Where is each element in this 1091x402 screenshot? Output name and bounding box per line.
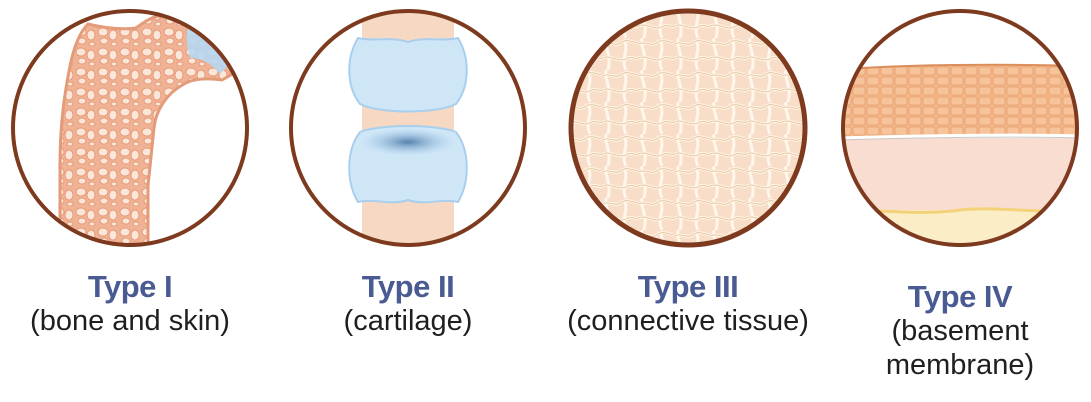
type-iii-title: Type III xyxy=(548,270,828,304)
bone-illustration xyxy=(8,6,252,250)
type-ii-caption: Type II (cartilage) xyxy=(288,270,528,338)
type-ii-title: Type II xyxy=(288,270,528,304)
type-i-description: (bone and skin) xyxy=(10,304,250,338)
connective-tissue-illustration xyxy=(566,6,810,250)
type-iii-caption: Type III (connective tissue) xyxy=(548,270,828,338)
cartilage-illustration xyxy=(286,6,530,250)
type-i-caption: Type I (bone and skin) xyxy=(10,270,250,338)
type-iii-description: (connective tissue) xyxy=(548,304,828,338)
type-iv-caption: Type IV (basement membrane) xyxy=(860,280,1060,382)
type-i-title: Type I xyxy=(10,270,250,304)
type-iv-description-line2: membrane) xyxy=(860,348,1060,382)
basement-membrane-illustration xyxy=(838,6,1082,250)
type-iv-description-line1: (basement xyxy=(860,314,1060,348)
type-ii-description: (cartilage) xyxy=(288,304,528,338)
type-iv-title: Type IV xyxy=(860,280,1060,314)
